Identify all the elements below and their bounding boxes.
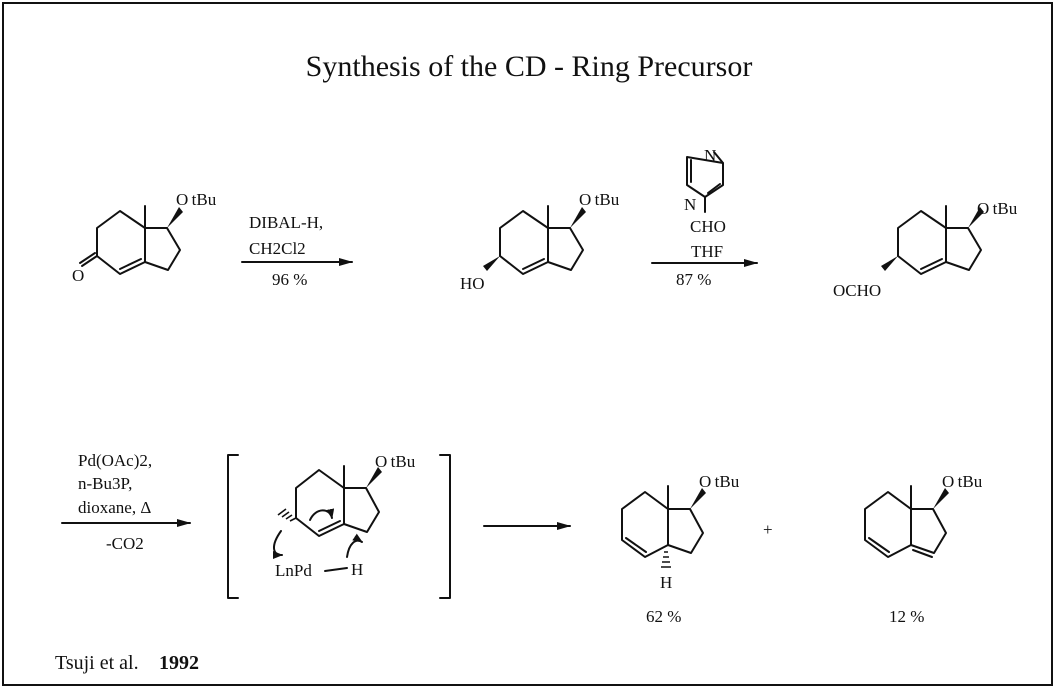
electron-arrow-top (309, 508, 335, 521)
product-minor: O tBu 12 % (864, 472, 983, 626)
pd-h-bond (324, 567, 348, 572)
oxo-label: O (72, 266, 84, 285)
step-3-reagent-3: dioxane, Δ (78, 498, 151, 517)
hydride-label: H (351, 560, 363, 579)
citation: Tsuji et al. 1992 (55, 652, 199, 674)
hashed-bond (277, 508, 297, 522)
compound-enone: O O tBu (72, 190, 217, 285)
step-1-reduction: DIBAL-H, CH2Cl2 96 % (241, 213, 353, 289)
hydrogen-label: H (660, 573, 672, 592)
citation-year: 1992 (159, 652, 199, 674)
hydroxy-label: HO (460, 274, 485, 293)
otbu-label: O tBu (579, 190, 620, 209)
step-1-reagent-1: DIBAL-H, (249, 213, 323, 232)
right-bracket (439, 454, 451, 599)
product-1-yield: 62 % (646, 607, 681, 626)
step-2-solvent: THF (691, 242, 723, 261)
citation-authors: Tsuji et al. (55, 652, 139, 674)
otbu-label: O tBu (699, 472, 740, 491)
pd-intermediate: LnPd H O tBu (227, 452, 451, 599)
scheme-title: Synthesis of the CD - Ring Precursor (306, 50, 753, 83)
compound-allylic-alcohol: HO O tBu (460, 190, 620, 293)
imidazole-n-label: N (704, 146, 716, 165)
otbu-label: O tBu (176, 190, 217, 209)
electron-arrow-right (346, 533, 363, 558)
otbu-label: O tBu (375, 452, 416, 471)
compound-formate: OCHO O tBu (833, 199, 1018, 300)
left-bracket (227, 454, 239, 599)
step-3-reagent-1: Pd(OAc)2, (78, 451, 152, 470)
otbu-label: O tBu (977, 199, 1018, 218)
step-3-byproduct: -CO2 (106, 534, 144, 553)
pd-ligand-label: LnPd (275, 561, 312, 580)
product-major: H O tBu 62 % (621, 472, 740, 626)
step-1-yield: 96 % (272, 270, 307, 289)
imidazole-n-label: N (684, 195, 696, 214)
step-1-reagent-2: CH2Cl2 (249, 239, 306, 258)
step-3-reagent-2: n-Bu3P, (78, 474, 132, 493)
step-2-yield: 87 % (676, 270, 711, 289)
electron-arrow-left (272, 530, 283, 559)
imidazole-cho-label: CHO (690, 217, 726, 236)
otbu-label: O tBu (942, 472, 983, 491)
step-2-formylation: N N CHO THF 87 % (651, 146, 758, 289)
product-2-yield: 12 % (889, 607, 924, 626)
formate-label: OCHO (833, 281, 881, 300)
hashed-bond (661, 551, 671, 568)
n-formylimidazole: N N CHO (684, 146, 726, 236)
plus-sign: + (763, 520, 773, 539)
step-3-pd-elimination: Pd(OAc)2, n-Bu3P, dioxane, Δ -CO2 (61, 451, 191, 553)
